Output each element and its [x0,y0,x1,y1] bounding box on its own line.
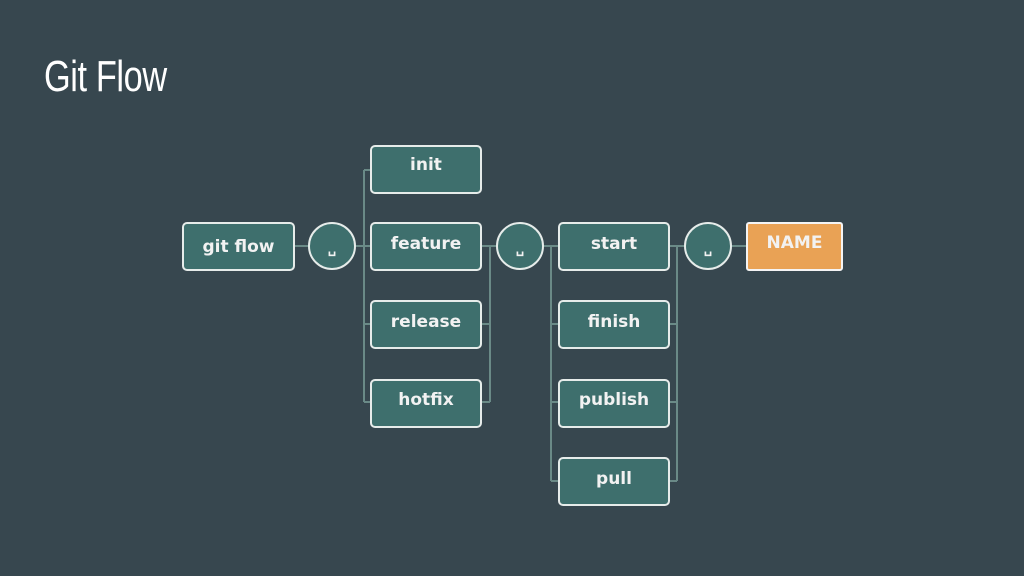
node-publish-label: publish [579,390,649,410]
node-publish: publish [558,379,670,428]
separator-1: ␣ [308,222,356,270]
node-release: release [370,300,482,349]
node-start: start [558,222,670,271]
node-hotfix-label: hotfix [398,390,454,410]
node-pull: pull [558,457,670,506]
node-feature-label: feature [391,234,462,254]
node-name-argument: NAME [746,222,843,271]
node-name-label: NAME [767,233,823,253]
node-init-label: init [410,155,442,175]
node-hotfix: hotfix [370,379,482,428]
node-init: init [370,145,482,194]
node-finish-label: finish [588,312,641,332]
node-release-label: release [391,312,461,332]
separator-3: ␣ [684,222,732,270]
separator-3-symbol: ␣ [704,241,712,257]
slide-title: Git Flow [44,52,167,101]
node-git-flow: git flow [182,222,295,271]
connector-wires [294,169,747,482]
node-feature: feature [370,222,482,271]
node-finish: finish [558,300,670,349]
node-pull-label: pull [596,469,632,489]
separator-2-symbol: ␣ [516,241,524,257]
separator-1-symbol: ␣ [328,241,336,257]
separator-2: ␣ [496,222,544,270]
node-git-flow-label: git flow [202,237,274,257]
node-start-label: start [591,234,637,254]
